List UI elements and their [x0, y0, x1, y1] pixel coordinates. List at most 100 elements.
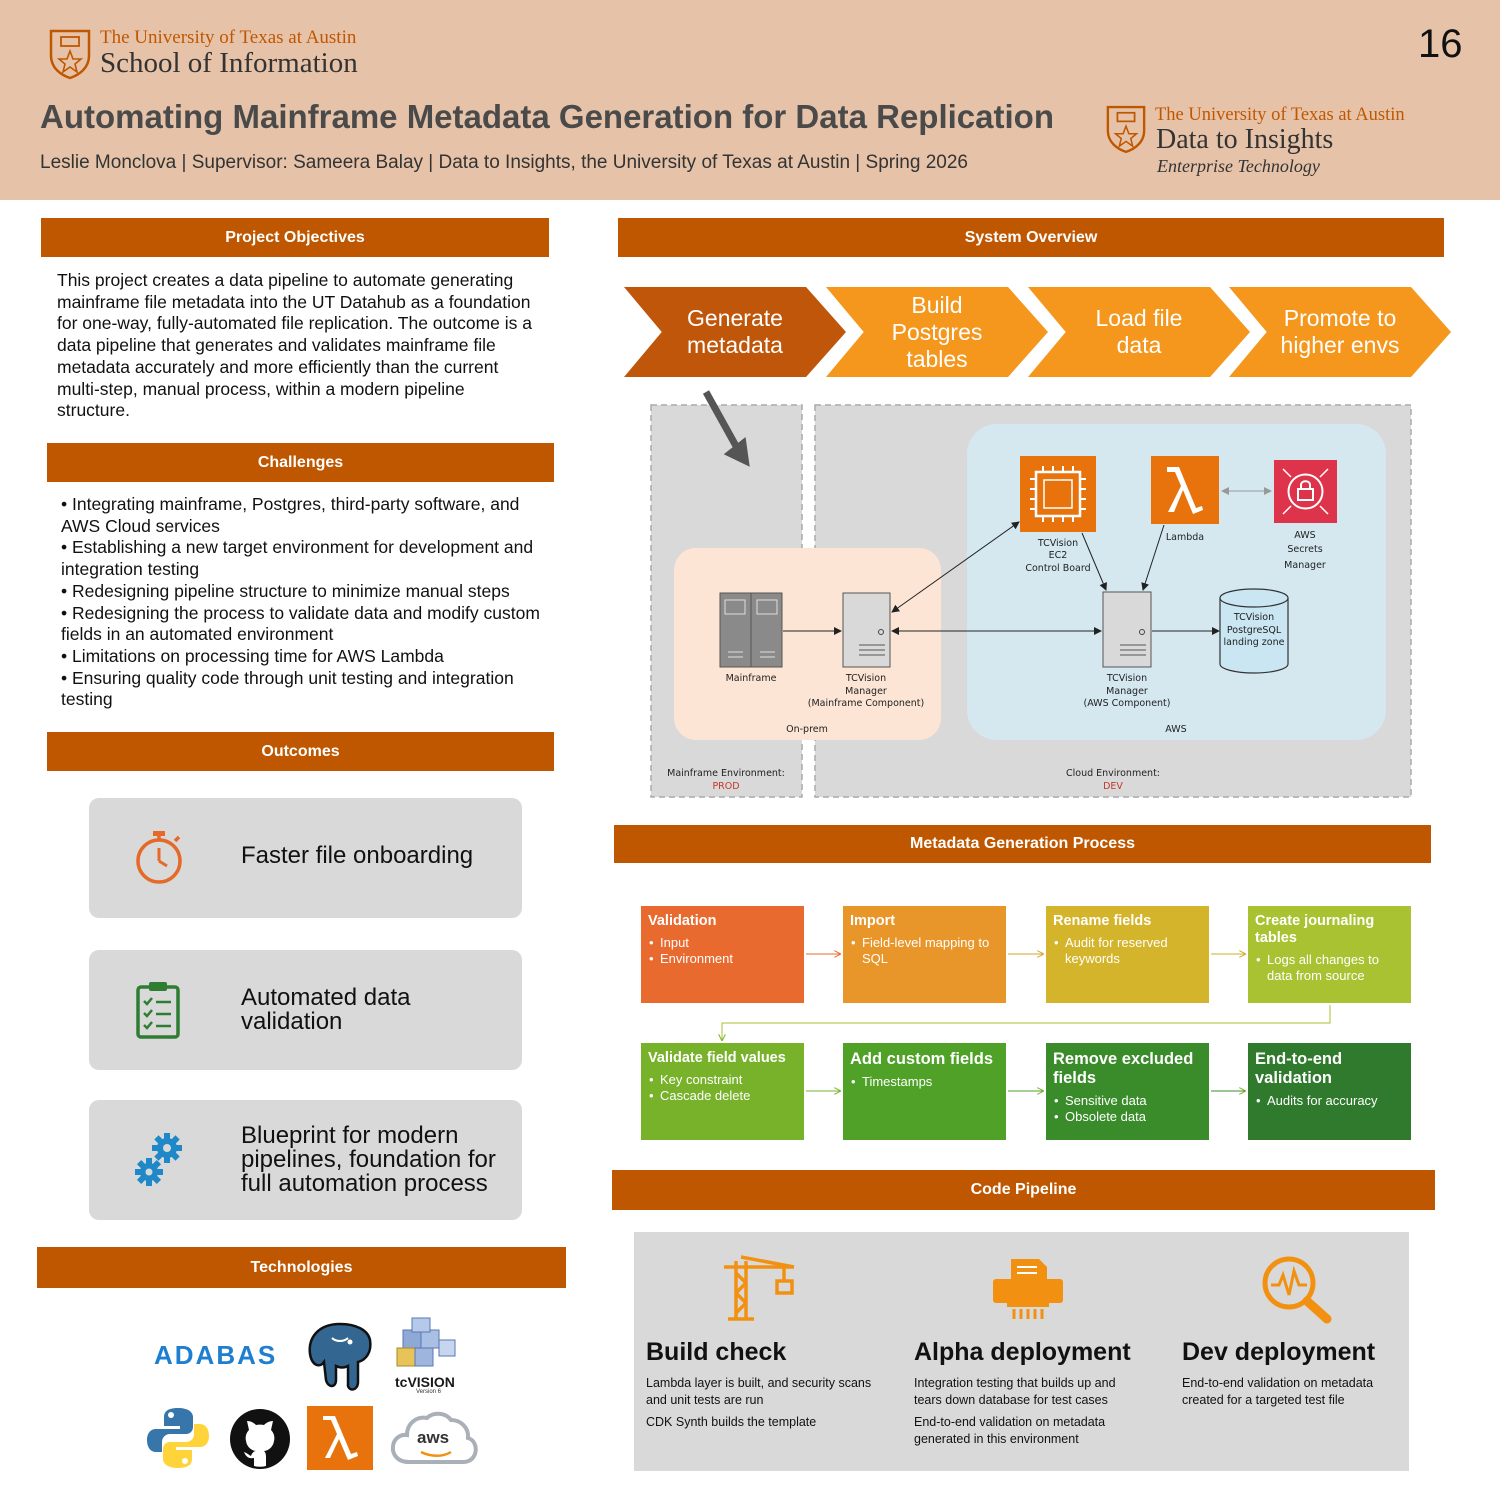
tcvision-version: Version 6 [416, 1389, 442, 1395]
tcvision-mainframe-server-icon [842, 592, 891, 668]
process-step-title: Remove excluded fields [1053, 1050, 1194, 1087]
outcome-label: Automated data validation [241, 984, 411, 1035]
aws-lambda-logo [307, 1406, 373, 1470]
process-step-item: Cascade delete [648, 1088, 797, 1104]
process-step: Import Field-level mapping to SQL [843, 906, 1006, 1003]
d2i-unit: Data to Insights [1156, 124, 1334, 155]
process-step-item: Key constraint [648, 1072, 797, 1088]
pipeline-stage-text: Integration testing that builds up and t… [914, 1376, 1116, 1407]
objectives-heading: Project Objectives [41, 218, 549, 257]
chevron-step: Build Postgres tables [826, 287, 1048, 377]
process-step-item: Environment [648, 951, 797, 967]
outcome-label: Blueprint for modern pipelines, foundati… [241, 1122, 496, 1197]
magnifier-monitor-icon [1262, 1256, 1332, 1324]
ec2-label: TCVision [1037, 538, 1078, 549]
postgresql-elephant-icon [308, 1322, 372, 1391]
process-step-title: Import [850, 913, 896, 929]
pipeline-stage-text: Lambda layer is built, and security scan… [646, 1376, 872, 1407]
process-step: Remove excluded fields Sensitive dataObs… [1046, 1043, 1209, 1140]
pipeline-stage-title: Alpha deployment [914, 1338, 1131, 1366]
postgres-landing-zone-icon [1219, 588, 1289, 674]
chevron-step-label: Generate metadata [687, 305, 783, 358]
d2i-university: The University of Texas at Austin [1155, 105, 1405, 125]
process-step: Validate field values Key constraintCasc… [641, 1043, 804, 1140]
tcvision-logo-text: tcVISION [395, 1374, 455, 1390]
poster-authors: Leslie Monclova | Supervisor: Sameera Ba… [40, 152, 968, 173]
process-step-item: Logs all changes to data from source [1255, 952, 1404, 984]
ec2-label: Control Board [1025, 563, 1090, 574]
ut-school-unit: School of Information [100, 47, 358, 79]
pipeline-stage-title: Dev deployment [1182, 1338, 1376, 1366]
tcv-mf-label: (Mainframe Component) [808, 698, 924, 709]
process-step-item: Obsolete data [1053, 1109, 1202, 1125]
pipeline-stage-title: Build check [646, 1338, 787, 1366]
process-connectors [600, 890, 1331, 1160]
cloud-env-value: DEV [1103, 781, 1123, 792]
chevron-step: Promote to higher envs [1229, 287, 1451, 377]
lambda-icon [1151, 456, 1219, 524]
challenge-item: • Establishing a new target environment … [61, 537, 534, 580]
secrets-label: Manager [1284, 560, 1326, 571]
deployment-printer-icon [993, 1259, 1063, 1319]
tcv-mf-label: TCVision [845, 673, 886, 684]
chevron-step: Load file data [1028, 287, 1250, 377]
chevron-step-label: Build Postgres tables [891, 291, 983, 372]
mainframe-server-icon [719, 592, 783, 668]
system-overview-heading: System Overview [618, 218, 1444, 257]
process-step: Rename fields Audit for reserved keyword… [1046, 906, 1209, 1003]
stopwatch-icon [136, 831, 182, 884]
chevron-step: Generate metadata [624, 287, 846, 377]
cloud-env-label: Cloud Environment: [1066, 768, 1160, 779]
chevron-step-label: Promote to higher envs [1280, 305, 1400, 358]
process-step-title: Create journaling tables [1255, 913, 1375, 946]
pipeline-stage-text: End-to-end validation on metadata genera… [914, 1415, 1106, 1446]
architecture-diagram: Mainframe TCVision Manager (Mainframe Co… [650, 390, 1412, 798]
poster-title: Automating Mainframe Metadata Generation… [40, 98, 1054, 135]
clipboard-checklist-icon [136, 982, 180, 1039]
tcv-aws-label: (AWS Component) [1084, 698, 1171, 709]
tcv-mf-label: Manager [845, 686, 887, 697]
process-step-item: Input [648, 935, 797, 951]
poster-header [0, 0, 1500, 200]
pipeline-stage-text: CDK Synth builds the template [646, 1415, 817, 1429]
technologies-heading: Technologies [37, 1247, 566, 1288]
process-step-title: End-to-end validation [1255, 1050, 1343, 1087]
lambda-icon [323, 1416, 358, 1460]
tcv-aws-label: TCVision [1106, 673, 1147, 684]
aws-cloud-icon [390, 1411, 478, 1464]
mf-env-value: PROD [712, 781, 739, 792]
challenge-item: • Integrating mainframe, Postgres, third… [61, 494, 520, 536]
gears-icon [135, 1133, 182, 1186]
process-step-item: Sensitive data [1053, 1093, 1202, 1109]
pg-label: PostgreSQL [1227, 625, 1282, 636]
ut-shield-icon [49, 29, 91, 80]
process-arrow [722, 1005, 1331, 1040]
secrets-manager-icon [1274, 460, 1337, 523]
challenge-item: • Redesigning pipeline structure to mini… [61, 580, 510, 601]
connector-arrow [1141, 524, 1165, 591]
tcvision-aws-server-icon [1102, 591, 1152, 668]
outcome-label: Faster file onboarding [241, 842, 474, 869]
process-step: End-to-end validation Audits for accurac… [1248, 1043, 1411, 1140]
python-icon [147, 1408, 209, 1468]
connector-arrow [1081, 532, 1107, 591]
outcome-card: Blueprint for modern pipelines, foundati… [89, 1100, 522, 1220]
process-step-title: Add custom fields [850, 1050, 994, 1068]
objectives-text: This project creates a data pipeline to … [57, 270, 533, 421]
code-pipeline-heading: Code Pipeline [612, 1170, 1435, 1210]
pg-label: landing zone [1224, 637, 1285, 648]
adabas-logo: ADABAS [154, 1340, 278, 1370]
metadata-process-heading: Metadata Generation Process [614, 825, 1431, 863]
process-step-item: Audits for accuracy [1255, 1093, 1404, 1109]
challenge-item: • Limitations on processing time for AWS… [61, 645, 444, 666]
pg-label: TCVision [1233, 612, 1274, 623]
poster-number: 16 [1418, 22, 1463, 66]
secrets-label: Secrets [1287, 544, 1322, 555]
github-icon [230, 1409, 290, 1469]
ut-school-university: The University of Texas at Austin [100, 27, 357, 48]
process-step-item: Field-level mapping to SQL [850, 935, 999, 967]
tcv-aws-label: Manager [1106, 686, 1148, 697]
mf-env-label: Mainframe Environment: [667, 768, 785, 779]
lambda-label: Lambda [1166, 532, 1204, 543]
d2i-subunit: Enterprise Technology [1157, 156, 1320, 176]
